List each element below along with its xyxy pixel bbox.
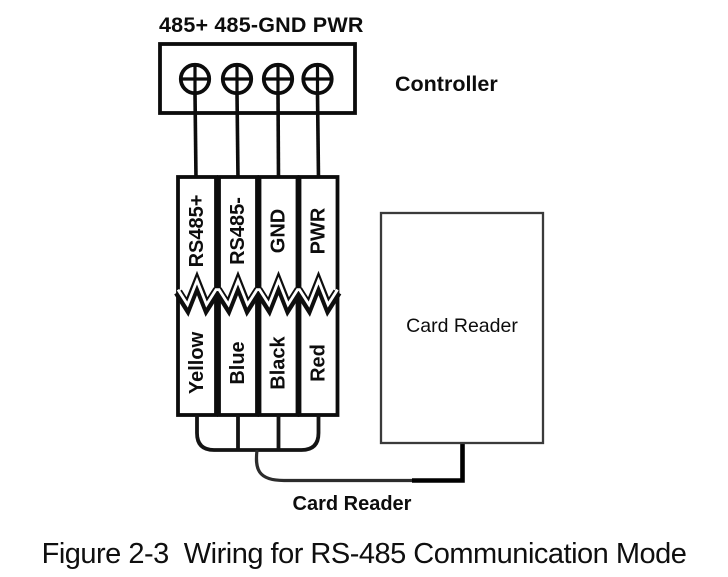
wire-485minus (235, 92, 240, 180)
wire-color-label: Yellow (186, 331, 208, 394)
wire-color-label: Black (268, 335, 290, 389)
terminal-name-labels: RS485+ RS485- GND PWR (186, 195, 330, 268)
wire-break-zigzag (174, 270, 342, 317)
card-reader-cable-label: Card Reader (293, 493, 412, 515)
terminal-name-label: PWR (308, 207, 330, 254)
terminal-name-label: GND (268, 209, 290, 253)
figure-caption: Figure 2-3 Wiring for RS-485 Communicati… (0, 538, 728, 571)
cable-to-reader-curve (254, 449, 414, 483)
screw-terminal-icon (301, 62, 334, 96)
cable-bundle (195, 415, 321, 452)
wire-color-labels: Yellow Blue Black Red (186, 331, 330, 394)
wire-gnd (276, 92, 281, 180)
wire-color-label: Red (308, 344, 330, 382)
cable-to-reader-end (412, 444, 465, 483)
terminal-wires (193, 92, 321, 180)
figure-caption-number: Figure 2-3 (41, 538, 170, 570)
terminal-header-label: 485+ 485-GND PWR (159, 13, 364, 37)
wire-color-label: Blue (227, 341, 249, 384)
screw-terminal-icon (261, 62, 295, 96)
figure-caption-title: Wiring for RS-485 Communication Mode (183, 538, 687, 570)
terminal-name-label: RS485- (227, 197, 249, 265)
card-reader-box (379, 211, 545, 445)
wire-485plus (193, 92, 198, 180)
wire-pwr (315, 92, 321, 180)
controller-label: Controller (395, 72, 498, 96)
card-reader-box-label: Card Reader (406, 315, 518, 337)
screw-terminal-icon (178, 62, 212, 96)
terminal-name-label: RS485+ (186, 195, 208, 268)
screw-terminal-icon (220, 62, 254, 96)
